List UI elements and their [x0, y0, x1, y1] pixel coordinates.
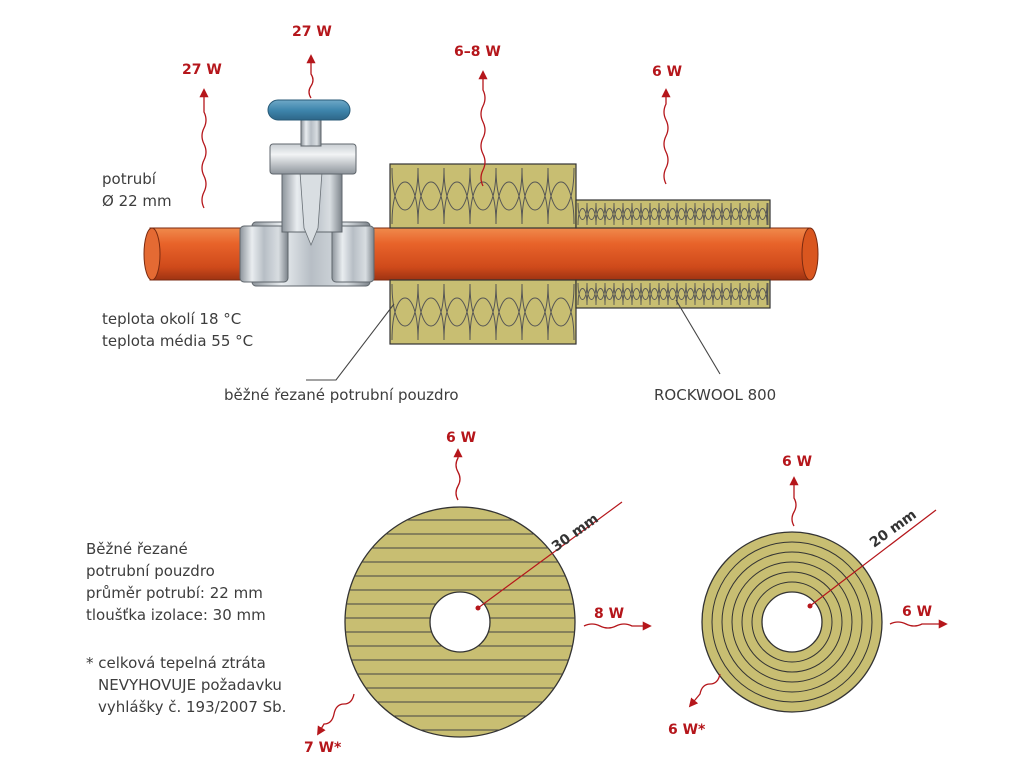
footnote-line2: NEVYHOVUJE požadavku — [98, 676, 282, 694]
description-line1: Běžné řezané — [86, 540, 188, 558]
heat-label-valve-top: 27 W — [292, 24, 332, 40]
heat-arrow-conventional — [478, 70, 488, 187]
leader-conventional — [306, 303, 395, 381]
heat-label-rockwool: 6 W — [652, 64, 682, 80]
pipe-label-line1: potrubí — [102, 170, 157, 188]
footnote-line3: vyhlášky č. 193/2007 Sb. — [98, 698, 286, 716]
heat-arrow-valve-top — [306, 54, 316, 99]
rockwool-insulation — [575, 199, 771, 309]
callout-rockwool: ROCKWOOL 800 — [654, 386, 776, 404]
heat-label-right-bottom: 6 W* — [668, 722, 706, 738]
heat-arrow-right-right — [889, 619, 948, 629]
heat-label-right-right: 6 W — [902, 604, 932, 620]
leader-rockwool — [675, 299, 721, 375]
description-line2: potrubní pouzdro — [86, 562, 215, 580]
heat-label-left-top: 6 W — [446, 430, 476, 446]
heat-arrow-right-bottom — [688, 673, 721, 708]
heat-label-conventional: 6–8 W — [454, 44, 501, 60]
pipe-label-line2: Ø 22 mm — [102, 192, 172, 210]
ambient-temperature: teplota okolí 18 °C — [102, 310, 241, 328]
heat-arrow-left-top — [453, 448, 463, 501]
footnote-line1: * celková tepelná ztráta — [86, 654, 266, 672]
cross-section-conventional — [344, 501, 623, 738]
cross-section-rockwool — [701, 509, 937, 713]
heat-arrow-right-top — [789, 476, 799, 527]
medium-temperature: teplota média 55 °C — [102, 332, 253, 350]
heat-arrow-valve-left — [199, 88, 209, 209]
heat-arrow-left-bottom — [317, 693, 355, 736]
heat-label-left-bottom: 7 W* — [304, 740, 342, 756]
conventional-insulation — [389, 163, 577, 345]
dimension-conventional: 30 mm — [549, 511, 602, 555]
callout-conventional: běžné řezané potrubní pouzdro — [224, 386, 459, 404]
valve — [239, 99, 375, 287]
heat-label-right-top: 6 W — [782, 454, 812, 470]
description-line3: průměr potrubí: 22 mm — [86, 584, 263, 602]
heat-arrow-left-right — [583, 621, 652, 631]
description-line4: tloušťka izolace: 30 mm — [86, 606, 266, 624]
heat-arrow-rockwool — [661, 88, 671, 185]
heat-label-left-right: 8 W — [594, 606, 624, 622]
heat-label-valve-left: 27 W — [182, 62, 222, 78]
